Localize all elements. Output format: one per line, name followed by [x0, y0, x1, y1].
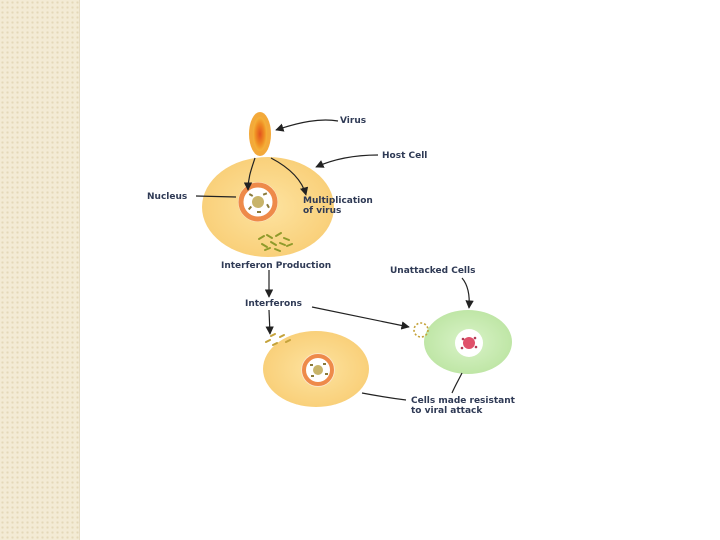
label-resistant-line1: Cells made resistant [411, 396, 516, 406]
label-multiplication-line2: of virus [303, 206, 341, 216]
host-cell-nucleus [238, 182, 278, 222]
decorative-side-strip [0, 0, 80, 540]
unattacked-cell [424, 310, 512, 374]
label-interferon-production: Interferon Production [221, 261, 331, 271]
label-unattacked-cells: Unattacked Cells [390, 266, 475, 276]
label-host-cell: Host Cell [382, 151, 427, 161]
interferon-molecules-left [265, 333, 291, 346]
interferon-molecules-right [413, 322, 429, 338]
label-multiplication-line1: Multiplication [303, 196, 373, 206]
label-nucleus: Nucleus [147, 192, 187, 202]
arrows [195, 119, 474, 401]
label-virus: Virus [340, 116, 366, 126]
label-resistant-line2: to viral attack [411, 406, 483, 416]
resistant-cell [263, 331, 369, 407]
interferon-molecules-production [258, 232, 293, 252]
virus [249, 112, 271, 156]
label-interferons: Interferons [245, 299, 302, 309]
